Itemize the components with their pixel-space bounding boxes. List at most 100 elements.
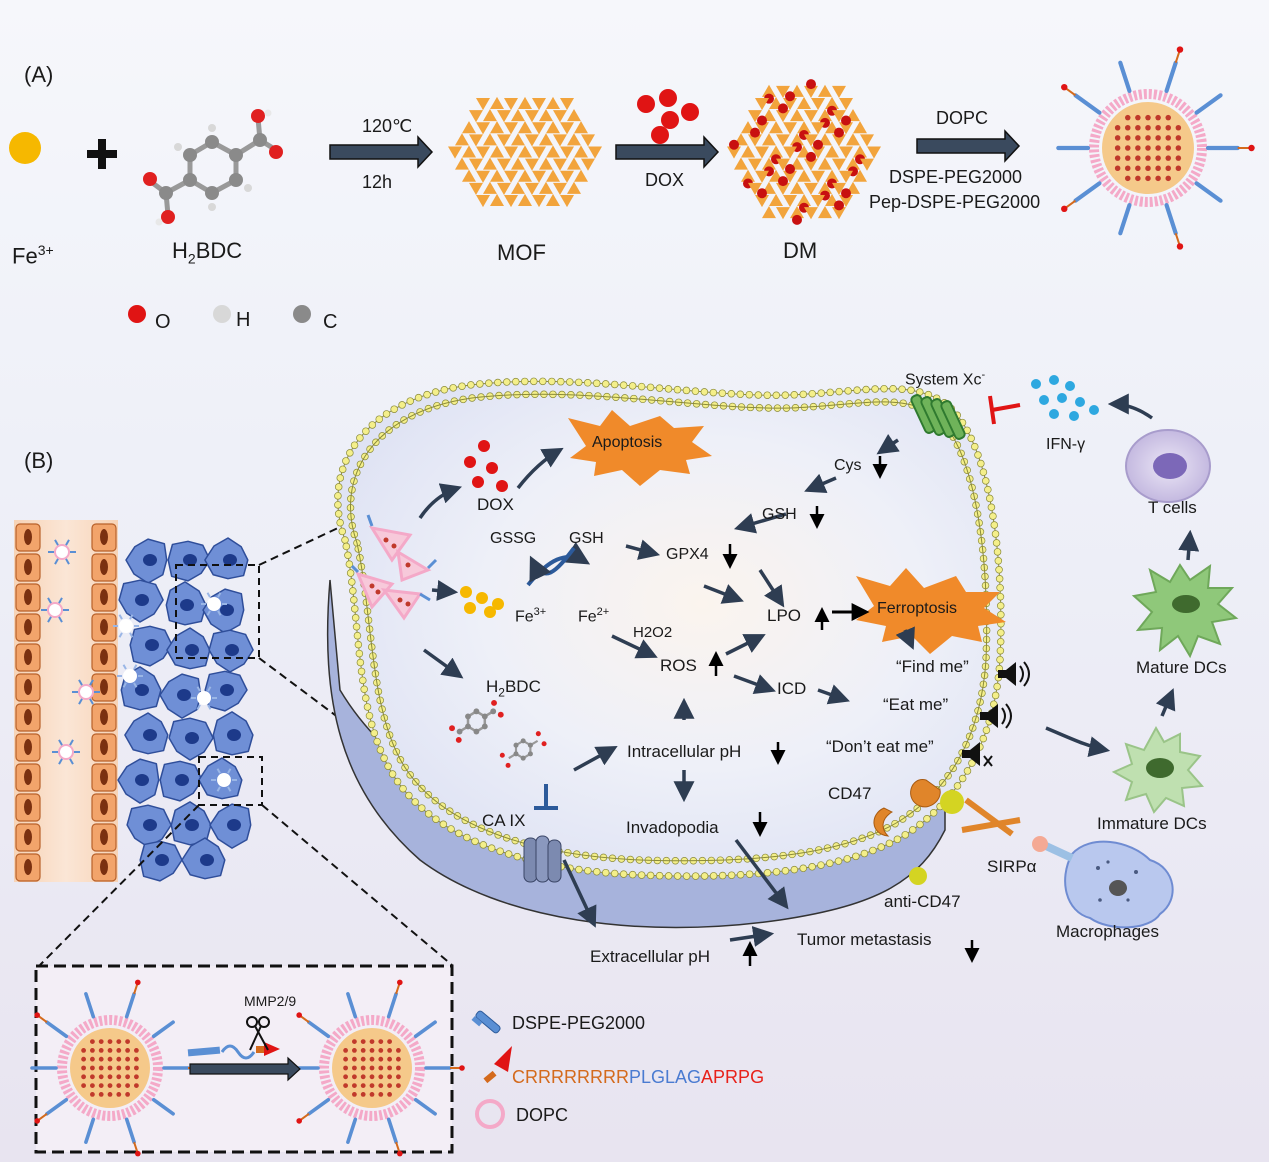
nanoparticle-fragments-icon [350, 514, 438, 621]
scissors-icon [246, 1016, 270, 1051]
t-cell-icon [1125, 429, 1211, 503]
system-xc-transporter-icon [910, 394, 966, 440]
panel-b [14, 375, 1239, 1157]
system-xc-label: System Xc- [905, 369, 986, 389]
carbon-atom-legend-icon [293, 305, 311, 323]
fe3-ion-dot [9, 132, 41, 164]
tumor-cell-cluster-icon [113, 537, 254, 882]
dox-label-a: DOX [645, 170, 685, 190]
fe3-label: Fe3+ [12, 242, 54, 269]
find-me-label: “Find me” [896, 657, 969, 676]
legend-h-label: H [236, 309, 251, 331]
gsh-label-2: GSH [762, 506, 797, 523]
dopc-legend-icon [475, 1099, 505, 1129]
lpo-label: LPO [767, 606, 802, 625]
zoom-line-bottom [258, 657, 396, 761]
pep-dspe-label-a: Pep-DSPE-PEG2000 [869, 192, 1041, 212]
sirpa-blocked-icon [961, 797, 1021, 837]
mature-dc-icon [1131, 563, 1239, 659]
legend-c-label: C [323, 311, 338, 333]
dspe-peg-legend-icon [471, 1010, 501, 1034]
legend-dopc-label: DOPC [516, 1105, 569, 1125]
h2bdc-molecule-icon-small [449, 700, 504, 743]
mature-dcs-label: Mature DCs [1136, 658, 1227, 677]
icd-label: ICD [777, 679, 807, 698]
speaker-icon-dont-eat-me [962, 742, 993, 767]
dm-lattice-icon [727, 79, 881, 225]
anti-cd47-legend-dot [909, 867, 927, 885]
peptide-legend-icon [483, 1046, 512, 1084]
panel-a [9, 46, 1255, 323]
speaker-icon-eat-me [980, 703, 1012, 729]
nanoparticle-icon [1056, 46, 1255, 250]
fe-release-dots [460, 586, 504, 618]
fe2-label-b: Fe2+ [578, 606, 610, 626]
legend-o-label: O [155, 311, 171, 333]
gsh-label: GSH [569, 530, 604, 547]
dox-release-dots [464, 440, 508, 492]
eat-me-label: “Eat me” [883, 695, 949, 714]
macrophages-label: Macrophages [1056, 922, 1160, 941]
extracellular-ph-label: Extracellular pH [590, 947, 710, 966]
ferroptosis-label: Ferroptosis [877, 600, 958, 617]
panel-b-label: (B) [24, 448, 54, 473]
h2o2-label: H2O2 [633, 624, 673, 641]
dspe-label-a: DSPE-PEG2000 [889, 167, 1023, 187]
ifn-gamma-dots [1031, 375, 1099, 421]
hydrogen-atom-legend-icon [213, 305, 231, 323]
ros-label: ROS [660, 656, 697, 675]
dopc-label-a: DOPC [936, 108, 989, 128]
arrow-synthesis [329, 135, 434, 169]
h2bdc-molecule-icon-small-2 [499, 731, 547, 768]
ca-ix-label: CA IX [482, 811, 526, 830]
inhibition-symbol-ca-ix [534, 784, 558, 810]
cell-membrane-inner [350, 393, 988, 862]
zoom-box-lower [198, 756, 263, 806]
blood-vessel-icon [14, 520, 118, 882]
intracellular-ph-label: Intracellular pH [627, 742, 742, 761]
macrophage-icon [1032, 836, 1174, 929]
fe3-label-b: Fe3+ [515, 606, 547, 626]
dox-molecules-icon [637, 89, 699, 144]
zoom-box-upper [175, 564, 260, 659]
dm-label: DM [783, 238, 818, 263]
mmp-label: MMP2/9 [244, 993, 297, 1009]
condition-temp: 120℃ [362, 116, 413, 136]
immature-dcs-label: Immature DCs [1097, 814, 1207, 833]
h2bdc-label: H2BDC [172, 238, 243, 267]
sirpa-label: SIRPα [987, 857, 1037, 876]
apoptosis-burst [568, 410, 712, 486]
gssg-label: GSSG [490, 530, 537, 547]
mof-lattice-icon [448, 96, 602, 208]
inset-nanoparticle-right [292, 979, 465, 1157]
cd47-label: CD47 [828, 784, 872, 803]
mof-label: MOF [497, 240, 546, 265]
inhibition-symbol-ifn [988, 395, 1021, 425]
cys-label: Cys [834, 457, 862, 474]
immature-dc-icon [1111, 725, 1205, 814]
legend-dspe-label: DSPE-PEG2000 [512, 1013, 646, 1033]
h2bdc-label-b: H2BDC [486, 677, 541, 700]
h2bdc-molecule-icon [143, 109, 283, 226]
ifn-gamma-label: IFN-γ [1046, 436, 1086, 453]
arrow-dox-loading [615, 135, 720, 169]
legend-peptide-label: CRRRRRRRRPLGLAGAPRPG [512, 1067, 765, 1087]
arrow-mmp-cleavage [189, 1056, 301, 1082]
level-indicator-arrows [708, 456, 980, 966]
dont-eat-me-label: “Don’t eat me” [826, 737, 934, 756]
invadopodia-label: Invadopodia [626, 818, 719, 837]
cleaved-peptide-icon [187, 1042, 280, 1060]
ca-ix-channel-icon [523, 835, 562, 883]
zoom-line-inset-right [261, 804, 453, 966]
dox-label-b: DOX [477, 495, 514, 514]
condition-time: 12h [362, 172, 393, 192]
anti-cd47-antibody-icon [940, 790, 964, 814]
t-cells-label: T cells [1148, 498, 1197, 517]
tumor-metastasis-label: Tumor metastasis [797, 930, 932, 949]
zoom-line-top [258, 519, 356, 566]
gpx4-label: GPX4 [666, 546, 709, 563]
apoptosis-label: Apoptosis [592, 434, 663, 451]
speaker-icon-find-me [998, 661, 1030, 687]
cd47-receptor-icon [873, 779, 941, 837]
